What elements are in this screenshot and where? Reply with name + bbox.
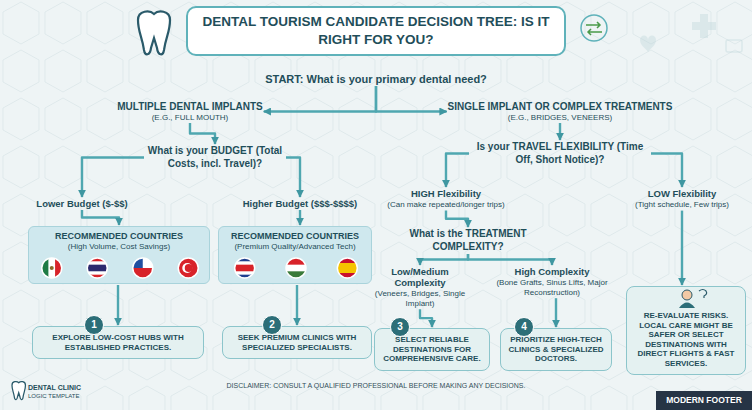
node-text: High Complexity	[487, 266, 617, 277]
option-label: Low/Medium Complexity(Veneers, Bridges, …	[365, 266, 475, 308]
node-text: HIGH Flexibility	[387, 188, 504, 199]
node-subtext: (High Volume, Cost Savings)	[33, 242, 205, 251]
node-subtext: (E.G., FULL MOUTH)	[117, 113, 263, 122]
flow-arrow	[420, 254, 468, 265]
option-label: High Complexity(Bone Grafts, Sinus Lifts…	[487, 266, 617, 297]
callout-number: 2	[262, 315, 282, 335]
flow-arrow	[117, 285, 119, 325]
option-label: HIGH Flexibility(Can make repeated/longe…	[387, 188, 504, 210]
node-subtext: (Can make repeated/longer trips)	[387, 200, 504, 210]
flow-arrow	[651, 154, 682, 188]
flow-arrow	[286, 158, 300, 198]
footer-bar: MODERN FOOTER	[656, 391, 752, 410]
country-flag	[286, 258, 306, 279]
start-node: START: What is your primary dental need?	[265, 73, 487, 85]
decision-question: Is your TRAVEL FLEXIBILITY (Time Off, Sh…	[470, 141, 650, 166]
node-text: Low/Medium Complexity	[365, 266, 475, 288]
flow-arrow	[468, 254, 552, 265]
country-flag	[337, 258, 357, 279]
node-text: What is your BUDGET (Total Costs, incl. …	[145, 145, 285, 170]
flow-arrow	[264, 86, 376, 112]
title-box: DENTAL TOURISM CANDIDATE DECISION TREE: …	[186, 6, 566, 56]
callout-number: 3	[390, 317, 410, 337]
country-flag	[178, 258, 198, 279]
tooth-icon	[138, 12, 170, 55]
flow-arrow	[555, 298, 557, 327]
node-text: Is your TRAVEL FLEXIBILITY (Time Off, Sh…	[470, 141, 650, 166]
option-label: Lower Budget ($-$$)	[36, 198, 127, 209]
country-flag	[87, 258, 107, 279]
callout-number: 4	[514, 317, 534, 337]
country-flag	[42, 258, 63, 278]
node-text: SELECT RELIABLE DESTINATIONS FOR COMPREH…	[381, 335, 483, 364]
action-box: EXPLORE LOW-COST HUBS WITH ESTABLISHED P…	[32, 326, 204, 359]
node-text: RECOMMENDED COUNTRIES	[33, 231, 205, 241]
swap-icon	[581, 15, 607, 41]
decor-icons	[640, 14, 742, 52]
flow-arrow	[559, 123, 561, 140]
country-flag	[235, 258, 255, 279]
logo-tooth	[12, 382, 25, 400]
node-text: PRIORITIZE HIGH-TECH CLINICS & SPECIALIZ…	[507, 335, 605, 364]
node-text: LOW Flexibility	[635, 188, 729, 199]
decision-question: What is the TREATMENT COMPLEXITY?	[393, 228, 543, 253]
country-panel: RECOMMENDED COUNTRIES(Premium Quality/Ad…	[218, 226, 372, 284]
title-text: DENTAL TOURISM CANDIDATE DECISION TREE: …	[188, 13, 564, 48]
flow-arrow	[376, 86, 447, 112]
flow-arrow	[420, 309, 432, 327]
logo-text: DENTAL CLINIC	[28, 384, 81, 391]
node-text: SINGLE IMPLANT OR COMPLEX TREATMENTS	[448, 101, 673, 112]
callout-number: 1	[84, 315, 104, 335]
node-subtext: (Premium Quality/Advanced Tech)	[223, 242, 367, 251]
node-text: START: What is your primary dental need?	[265, 73, 487, 85]
country-flag	[133, 258, 153, 279]
node-text: MULTIPLE DENTAL IMPLANTS	[117, 101, 263, 112]
option-label: LOW Flexibility(Tight schedule, Few trip…	[635, 188, 729, 210]
flow-arrow	[299, 210, 301, 225]
logo-subtext: LOGIC TEMPLATE	[28, 393, 79, 399]
node-subtext: (Veneers, Bridges, Single Implant)	[365, 289, 475, 308]
flow-arrow	[82, 210, 119, 225]
node-subtext: (Tight schedule, Few trips)	[635, 200, 729, 210]
node-text: Lower Budget ($-$$)	[36, 198, 127, 209]
action-box: SELECT RELIABLE DESTINATIONS FOR COMPREH…	[374, 328, 490, 371]
option-label: Higher Budget ($$$-$$$$)	[243, 198, 358, 209]
node-text: SEEK PREMIUM CLINICS WITH SPECIALIZED SP…	[229, 333, 365, 352]
node-subtext: (E.G., BRIDGES, VENEERS)	[448, 113, 673, 122]
country-panel: RECOMMENDED COUNTRIES(High Volume, Cost …	[28, 226, 210, 284]
node-text: Higher Budget ($$$-$$$$)	[243, 198, 358, 209]
flow-arrow	[446, 211, 468, 227]
node-text: EXPLORE LOW-COST HUBS WITH ESTABLISHED P…	[39, 333, 197, 352]
flow-arrow	[82, 158, 144, 198]
flow-arrow	[446, 154, 469, 188]
node-text: RE-EVALUATE RISKS. LOCAL CARE MIGHT BE S…	[633, 311, 739, 369]
category-heading: SINGLE IMPLANT OR COMPLEX TREATMENTS(E.G…	[448, 101, 673, 122]
flow-arrow	[190, 123, 215, 144]
node-text: What is the TREATMENT COMPLEXITY?	[393, 228, 543, 253]
category-heading: MULTIPLE DENTAL IMPLANTS(E.G., FULL MOUT…	[117, 101, 263, 122]
flow-arrow	[681, 211, 683, 285]
disclaimer: DISCLAIMER: CONSULT A QUALIFIED PROFESSI…	[227, 382, 526, 389]
action-box: SEEK PREMIUM CLINICS WITH SPECIALIZED SP…	[222, 326, 372, 359]
node-text: RECOMMENDED COUNTRIES	[223, 231, 367, 241]
flow-arrow	[296, 285, 298, 325]
action-box: RE-EVALUATE RISKS. LOCAL CARE MIGHT BE S…	[626, 286, 746, 375]
decision-question: What is your BUDGET (Total Costs, incl. …	[145, 145, 285, 170]
node-subtext: (Bone Grafts, Sinus Lifts, Major Reconst…	[487, 278, 617, 297]
